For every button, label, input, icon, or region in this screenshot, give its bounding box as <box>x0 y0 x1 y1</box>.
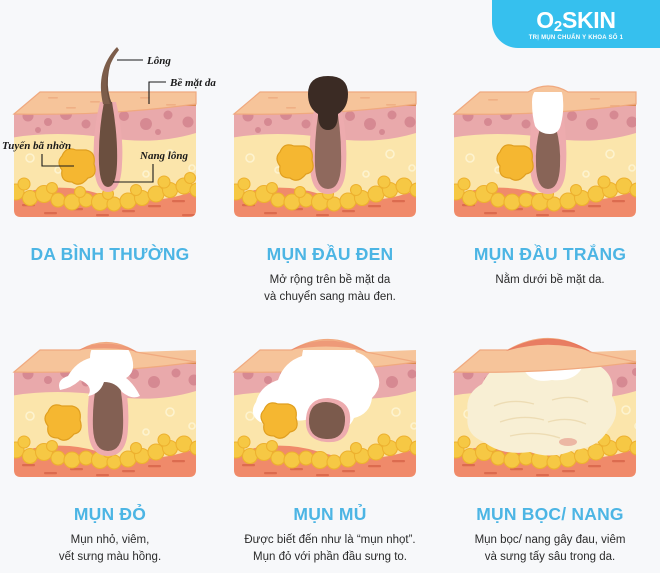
panel-title-whitehead: MỤN ĐẦU TRẮNG <box>473 244 627 264</box>
annotation-sebaceous-gland: Tuyến bã nhờn <box>2 140 71 152</box>
diagram-pustule <box>220 314 440 502</box>
panel-cyst: MỤN BỌC/ NANG Mụn bọc/ nang gây đau, viê… <box>440 314 660 573</box>
diagram-whitehead <box>440 42 660 242</box>
brand-name-skin: SKIN <box>561 7 616 33</box>
brand-name-o: O <box>536 7 554 33</box>
panel-papule: MỤN ĐỎ Mụn nhỏ, viêm, vết sưng màu hồng. <box>0 314 220 573</box>
panel-caption-cyst: Mụn bọc/ nang gây đau, viêm và sưng tấy … <box>474 534 626 563</box>
panel-caption-blackhead: Mở rộng trên bề mặt da và chuyển sang mà… <box>264 274 396 303</box>
annotation-skin-surface: Bề mặt da <box>169 77 216 89</box>
annotation-hair-follicle: Nang lông <box>139 150 188 162</box>
panel-title-blackhead: MỤN ĐẦU ĐEN <box>266 244 394 264</box>
panel-blackhead: MỤN ĐẦU ĐEN Mở rộng trên bề mặt da và ch… <box>220 42 440 314</box>
panel-caption-papule: Mụn nhỏ, viêm, vết sưng màu hồng. <box>58 534 162 563</box>
brand-logo-badge: O2SKIN TRỊ MỤN CHUẨN Y KHOA SỐ 1 <box>492 0 660 48</box>
brand-name: O2SKIN <box>536 7 616 35</box>
brand-name-subscript: 2 <box>553 18 562 35</box>
panel-title-papule: MỤN ĐỎ <box>73 504 147 524</box>
panel-whitehead: MỤN ĐẦU TRẮNG Nằm dưới bề mặt da. <box>440 42 660 314</box>
panel-caption-whitehead: Nằm dưới bề mặt da. <box>495 274 605 286</box>
panel-title-normal-skin: DA BÌNH THƯỜNG <box>30 244 190 264</box>
diagram-normal-skin: Lông Bề mặt da Tuyến bã nhờn Nang lông <box>0 42 220 242</box>
panel-normal-skin: Lông Bề mặt da Tuyến bã nhờn Nang lông D… <box>0 42 220 314</box>
panel-title-pustule: MỤN MỦ <box>293 504 367 524</box>
panel-pustule: MỤN MỦ Được biết đến như là “mụn nhọt”. … <box>220 314 440 573</box>
brand-tagline: TRỊ MỤN CHUẨN Y KHOA SỐ 1 <box>528 35 624 41</box>
acne-types-grid: Lông Bề mặt da Tuyến bã nhờn Nang lông D… <box>0 42 660 573</box>
panel-caption-pustule: Được biết đến như là “mụn nhọt”. Mụn đỏ … <box>244 534 416 563</box>
panel-title-cyst: MỤN BỌC/ NANG <box>476 504 624 524</box>
diagram-papule <box>0 314 220 502</box>
diagram-blackhead <box>220 42 440 242</box>
diagram-cyst <box>440 314 660 502</box>
annotation-hair: Lông <box>146 55 171 67</box>
